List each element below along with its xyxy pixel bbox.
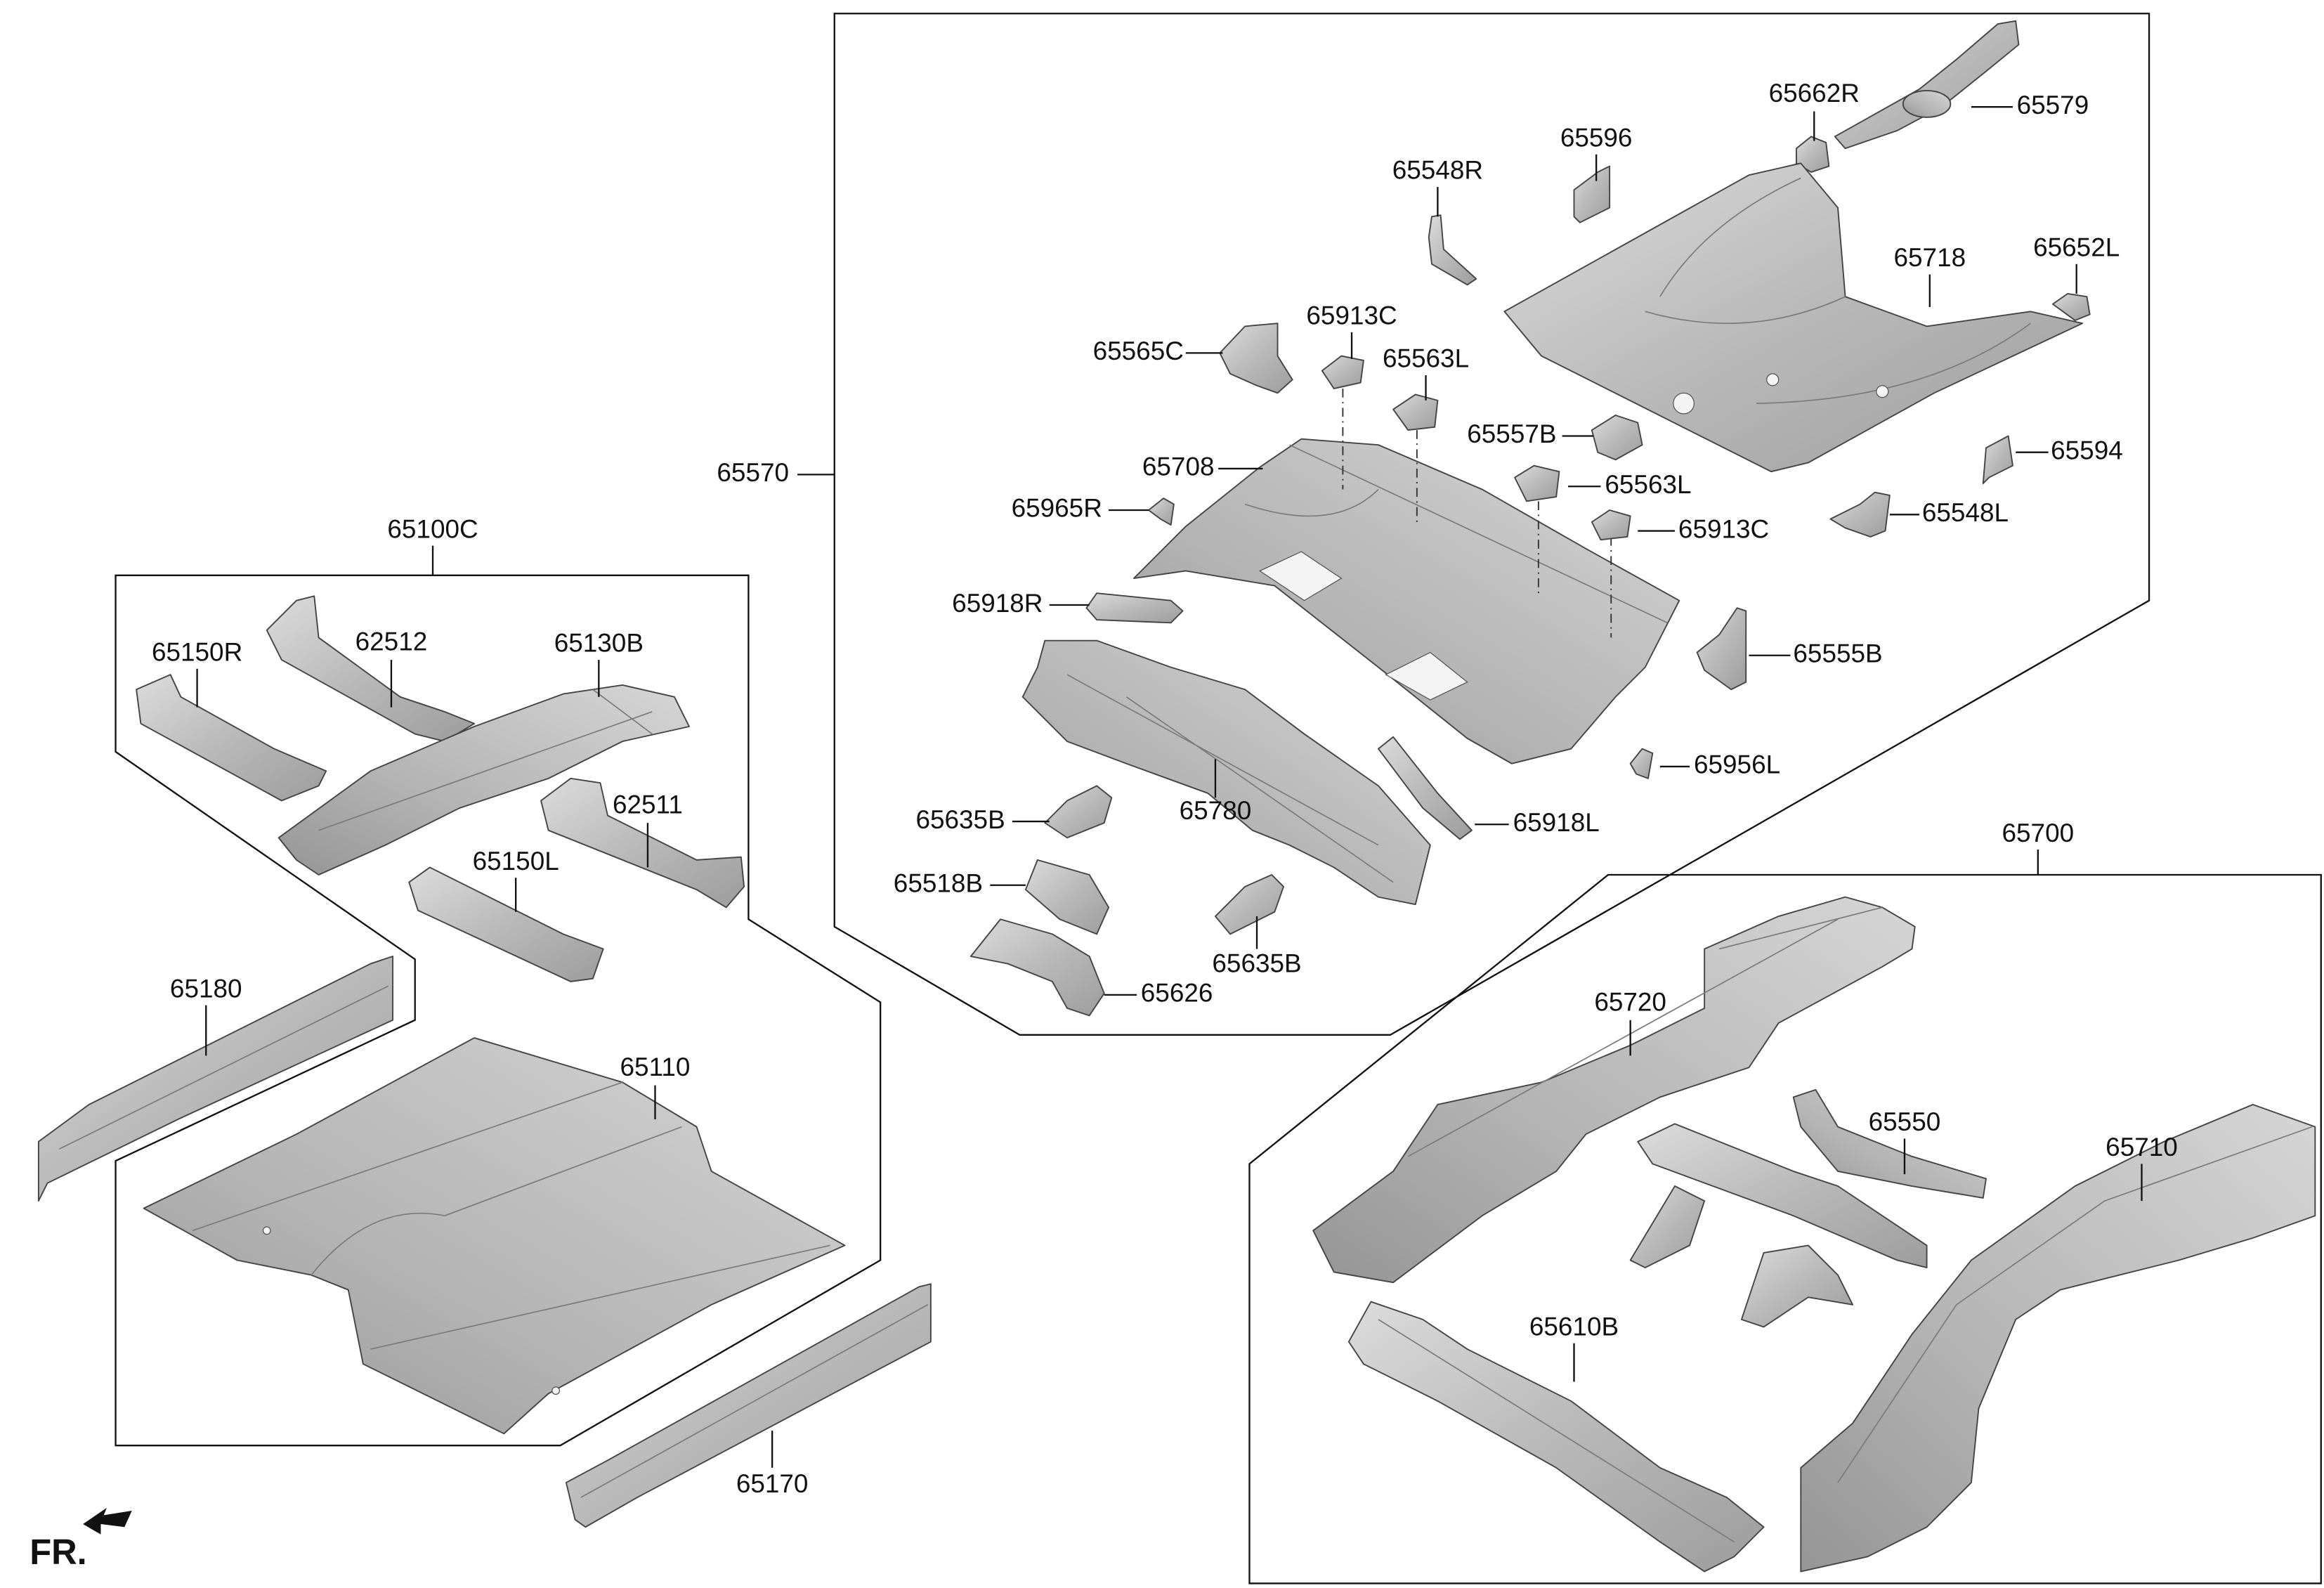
part-label-65965r[interactable]: 65965R — [1012, 494, 1102, 523]
part-label-65557b[interactable]: 65557B — [1467, 419, 1556, 448]
part-label-65913c-upper[interactable]: 65913C — [1306, 301, 1397, 330]
part-label-65708[interactable]: 65708 — [1142, 453, 1215, 481]
part-65563l-lower-drawing[interactable] — [1514, 464, 1560, 502]
part-65130b-drawing[interactable] — [278, 684, 690, 876]
part-65626-drawing[interactable] — [970, 918, 1105, 1017]
part-65565c-drawing[interactable] — [1219, 323, 1293, 394]
part-label-65563l-lower[interactable]: 65563L — [1605, 470, 1691, 499]
part-label-65956l[interactable]: 65956L — [1694, 750, 1780, 779]
part-65720-drawing[interactable] — [1312, 896, 1916, 1284]
part-label-65635b-lower[interactable]: 65635B — [1212, 949, 1301, 977]
part-label-65652l[interactable]: 65652L — [2033, 233, 2120, 261]
part-label-65548l[interactable]: 65548L — [1922, 498, 2009, 527]
part-65150l-drawing[interactable] — [408, 866, 604, 982]
part-label-65610b[interactable]: 65610B — [1529, 1312, 1619, 1341]
part-62511-drawing[interactable] — [540, 777, 745, 909]
part-label-65918l[interactable]: 65918L — [1513, 808, 1600, 837]
front-direction-arrow-icon — [83, 1507, 132, 1535]
part-label-65170[interactable]: 65170 — [736, 1469, 809, 1498]
part-65965r-drawing[interactable] — [1148, 497, 1175, 526]
part-65780-drawing[interactable] — [1021, 639, 1431, 906]
part-label-65579[interactable]: 65579 — [2017, 91, 2089, 119]
part-65518b-drawing[interactable] — [1024, 859, 1110, 935]
part-65150r-drawing[interactable] — [136, 674, 327, 802]
part-65610b-drawing[interactable] — [1347, 1301, 1765, 1573]
part-label-65110[interactable]: 65110 — [620, 1053, 691, 1081]
group-label-65700[interactable]: 65700 — [2002, 819, 2075, 847]
part-label-65596[interactable]: 65596 — [1560, 123, 1633, 152]
front-indicator: FR. — [30, 1532, 87, 1572]
part-65180-drawing[interactable] — [37, 956, 394, 1202]
part-62512-drawing[interactable] — [266, 595, 476, 743]
part-65708-drawing[interactable] — [1132, 438, 1680, 764]
part-label-65594[interactable]: 65594 — [2051, 436, 2123, 464]
part-label-62511[interactable]: 62511 — [613, 790, 683, 819]
part-label-65710[interactable]: 65710 — [2106, 1133, 2178, 1161]
part-label-65720[interactable]: 65720 — [1594, 987, 1666, 1016]
part-65918l-drawing[interactable] — [1378, 736, 1473, 840]
part-65563l-upper-drawing[interactable] — [1392, 393, 1439, 431]
group-box-65100c — [115, 574, 882, 1447]
part-65170-drawing[interactable] — [565, 1283, 932, 1528]
part-65594-drawing[interactable] — [1982, 435, 2013, 484]
part-65913c-upper-drawing[interactable] — [1321, 355, 1364, 389]
part-label-65555b[interactable]: 65555B — [1793, 639, 1882, 668]
part-label-65130b[interactable]: 65130B — [554, 629, 644, 658]
part-65913c-lower-drawing[interactable] — [1591, 509, 1631, 541]
part-65110-drawing[interactable] — [143, 1037, 846, 1435]
part-label-65918r[interactable]: 65918R — [952, 589, 1043, 618]
part-label-65662r[interactable]: 65662R — [1769, 79, 1860, 108]
part-label-65150l[interactable]: 65150L — [473, 847, 559, 876]
leader-lines — [196, 105, 2143, 1468]
part-65596-drawing[interactable] — [1573, 165, 1611, 223]
part-label-65780[interactable]: 65780 — [1180, 796, 1252, 825]
part-label-65518b[interactable]: 65518B — [894, 868, 983, 897]
part-label-65548r[interactable]: 65548R — [1392, 156, 1483, 185]
part-label-65150r[interactable]: 65150R — [152, 637, 242, 666]
part-label-65563l-upper[interactable]: 65563L — [1383, 344, 1469, 373]
group-box-65570 — [833, 13, 2150, 1036]
part-65555b-drawing[interactable] — [1696, 607, 1747, 691]
part-label-65635b-upper[interactable]: 65635B — [915, 805, 1005, 834]
group-label-65100c[interactable]: 65100C — [387, 514, 478, 543]
part-label-65626[interactable]: 65626 — [1141, 979, 1213, 1008]
part-65548l-drawing[interactable] — [1829, 491, 1891, 538]
part-65652l-drawing[interactable] — [2051, 293, 2091, 321]
part-label-65718[interactable]: 65718 — [1894, 243, 1966, 272]
part-label-65913c-lower[interactable]: 65913C — [1678, 514, 1769, 543]
part-label-65550[interactable]: 65550 — [1869, 1107, 1941, 1136]
part-label-65180[interactable]: 65180 — [170, 974, 242, 1003]
group-label-65570[interactable]: 65570 — [717, 458, 789, 487]
part-65579-drawing[interactable] — [1834, 20, 2020, 150]
group-box-65700 — [1248, 873, 2322, 1584]
part-label-62512[interactable]: 62512 — [355, 627, 428, 656]
part-65548r-drawing[interactable] — [1428, 214, 1477, 286]
part-65918r-drawing[interactable] — [1085, 592, 1184, 624]
part-label-65565c[interactable]: 65565C — [1093, 337, 1184, 365]
part-65635b-upper-drawing[interactable] — [1044, 785, 1113, 839]
part-65550-drawing[interactable] — [1629, 1088, 1987, 1328]
part-65718-drawing[interactable] — [1503, 162, 2084, 473]
part-65662r-drawing[interactable] — [1795, 136, 1830, 173]
part-65710-drawing[interactable] — [1800, 1104, 2316, 1573]
part-65635b-lower-drawing[interactable] — [1214, 874, 1284, 935]
part-65557b-drawing[interactable] — [1591, 415, 1643, 461]
part-65956l-drawing[interactable] — [1629, 748, 1654, 779]
